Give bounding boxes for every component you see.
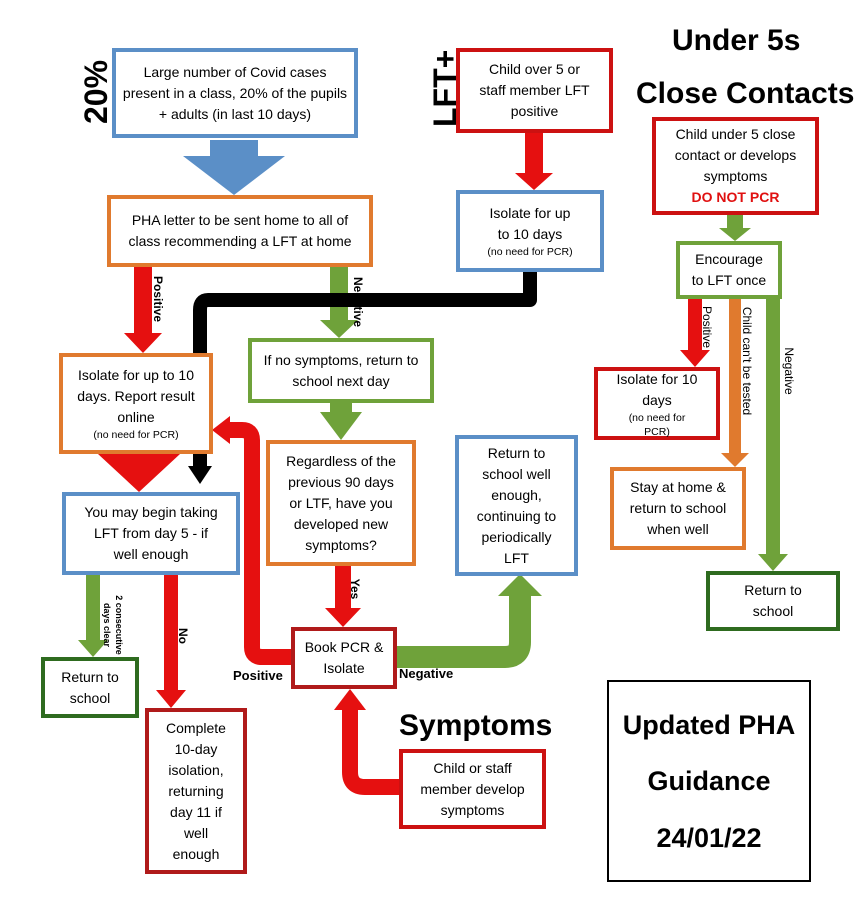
- label-under5-negative: Negative: [782, 347, 796, 395]
- isolate-top-text: Isolate for up to 10 days: [489, 205, 571, 242]
- title-line1: Under 5s: [672, 24, 801, 57]
- red-arrow-lft-isolate: [515, 133, 553, 190]
- regardless-text: Regardless of the previous 90 days or LT…: [286, 452, 396, 553]
- label-two-days-line1: 2 consecutive: [114, 595, 124, 655]
- label-cant-test: Child can't be tested: [740, 306, 754, 416]
- label-positive-left: Positive: [233, 668, 283, 683]
- green-arrow-head-up: [498, 574, 542, 596]
- child-staff-symptoms-text: Child or staff member develop symptoms: [420, 759, 525, 818]
- isolate10-box: Isolate for 10 days (no need for PCR): [594, 367, 720, 440]
- red-path-symptoms: [342, 707, 399, 795]
- red-arrow-no: [156, 575, 186, 708]
- orange-arrow-cant-test: [721, 299, 749, 467]
- isolate-top-note: (no need for PCR): [487, 246, 573, 258]
- symptoms-heading: Symptoms: [399, 709, 553, 742]
- complete10-text: Complete 10-day isolation, returning day…: [166, 719, 226, 862]
- guidance-line1: Updated PHA: [622, 709, 796, 740]
- under5-contact-text: Child under 5 close contact or develops …: [674, 126, 797, 184]
- isolate-top-box: Isolate for up to 10 days (no need for P…: [456, 190, 604, 272]
- red-arrow-head-left: [212, 416, 230, 444]
- no-symptoms-box: If no symptoms, return to school next da…: [248, 338, 434, 403]
- return-well-box: Return to school well enough, continuing…: [455, 435, 578, 576]
- return-right-text: Return to school: [744, 582, 802, 619]
- label-negative-pcr: Negative: [399, 666, 454, 681]
- label-positive: Positive: [151, 275, 165, 323]
- isolate10-text: Isolate for 10 days: [616, 370, 698, 408]
- return-well-text: Return to school well enough, continuing…: [476, 444, 557, 566]
- child-over5-box: Child over 5 or staff member LFT positiv…: [456, 48, 613, 133]
- black-arrow-head: [188, 466, 212, 484]
- book-pcr-box: Book PCR & Isolate: [291, 627, 397, 689]
- child-over5-text: Child over 5 or staff member LFT positiv…: [479, 61, 590, 119]
- stay-home-text: Stay at home & return to school when wel…: [629, 479, 727, 537]
- red-arrow-head-up: [334, 689, 366, 710]
- begin-lft-text: You may begin taking LFT from day 5 - if…: [84, 504, 218, 562]
- large-cases-text: Large number of Covid cases present in a…: [122, 63, 348, 122]
- guidance-line3: 24/01/22: [656, 822, 762, 853]
- isolate-left-note: (no need for PCR): [93, 429, 179, 441]
- no-symptoms-text: If no symptoms, return to school next da…: [263, 351, 419, 389]
- red-arrow-under5-positive: [680, 299, 710, 367]
- isolate-left-box: Isolate for up to 10 days. Report result…: [59, 353, 213, 454]
- book-pcr-text: Book PCR & Isolate: [304, 639, 384, 676]
- green-arrow-two-days: [78, 575, 108, 657]
- label-under5-positive: Positive: [700, 305, 714, 349]
- return-right-box: Return to school: [706, 571, 840, 631]
- label-yes: Yes: [348, 578, 362, 600]
- under5-warning: DO NOT PCR: [691, 189, 780, 205]
- green-arrow-under5-negative: [758, 299, 788, 571]
- label-two-days: 2 consecutive days clear: [97, 585, 125, 665]
- under5-contact-box: Child under 5 close contact or develops …: [652, 117, 819, 215]
- green-arrow-under5-encourage: [719, 215, 751, 241]
- percent-label: 20%: [78, 59, 114, 124]
- begin-lft-box: You may begin taking LFT from day 5 - if…: [62, 492, 240, 575]
- encourage-box: Encourage to LFT once: [676, 241, 782, 299]
- large-cases-box: Large number of Covid cases present in a…: [112, 48, 358, 138]
- guidance-line2: Guidance: [647, 766, 771, 796]
- isolate10-note: (no need for PCR): [628, 411, 686, 438]
- stay-home-box: Stay at home & return to school when wel…: [610, 467, 746, 550]
- red-arrow-isolate-lft: [98, 454, 180, 492]
- complete10-box: Complete 10-day isolation, returning day…: [145, 708, 247, 874]
- pha-letter-box: PHA letter to be sent home to all of cla…: [107, 195, 373, 267]
- pha-letter-text: PHA letter to be sent home to all of cla…: [128, 212, 352, 249]
- green-arrow-regardless: [320, 403, 362, 440]
- black-connector: [193, 272, 537, 468]
- guidance-box: Updated PHA Guidance 24/01/22: [607, 680, 811, 882]
- red-path-positive: [226, 422, 291, 665]
- label-two-days-line2: days clear: [102, 602, 112, 648]
- label-no: No: [176, 628, 190, 644]
- encourage-text: Encourage to LFT once: [691, 251, 767, 288]
- title-line2: Close Contacts: [636, 77, 855, 110]
- red-arrow-positive: [124, 267, 162, 353]
- return-left-text: Return to school: [61, 668, 119, 706]
- regardless-box: Regardless of the previous 90 days or LT…: [266, 440, 416, 566]
- isolate-left-text: Isolate for up to 10 days. Report result…: [77, 367, 195, 425]
- return-left-box: Return to school: [41, 657, 139, 718]
- red-arrow-yes: [325, 566, 361, 627]
- blue-down-arrow: [183, 140, 285, 195]
- green-path-negative: [397, 594, 531, 668]
- child-staff-symptoms-box: Child or staff member develop symptoms: [399, 749, 546, 829]
- label-negative: Negative: [351, 276, 365, 328]
